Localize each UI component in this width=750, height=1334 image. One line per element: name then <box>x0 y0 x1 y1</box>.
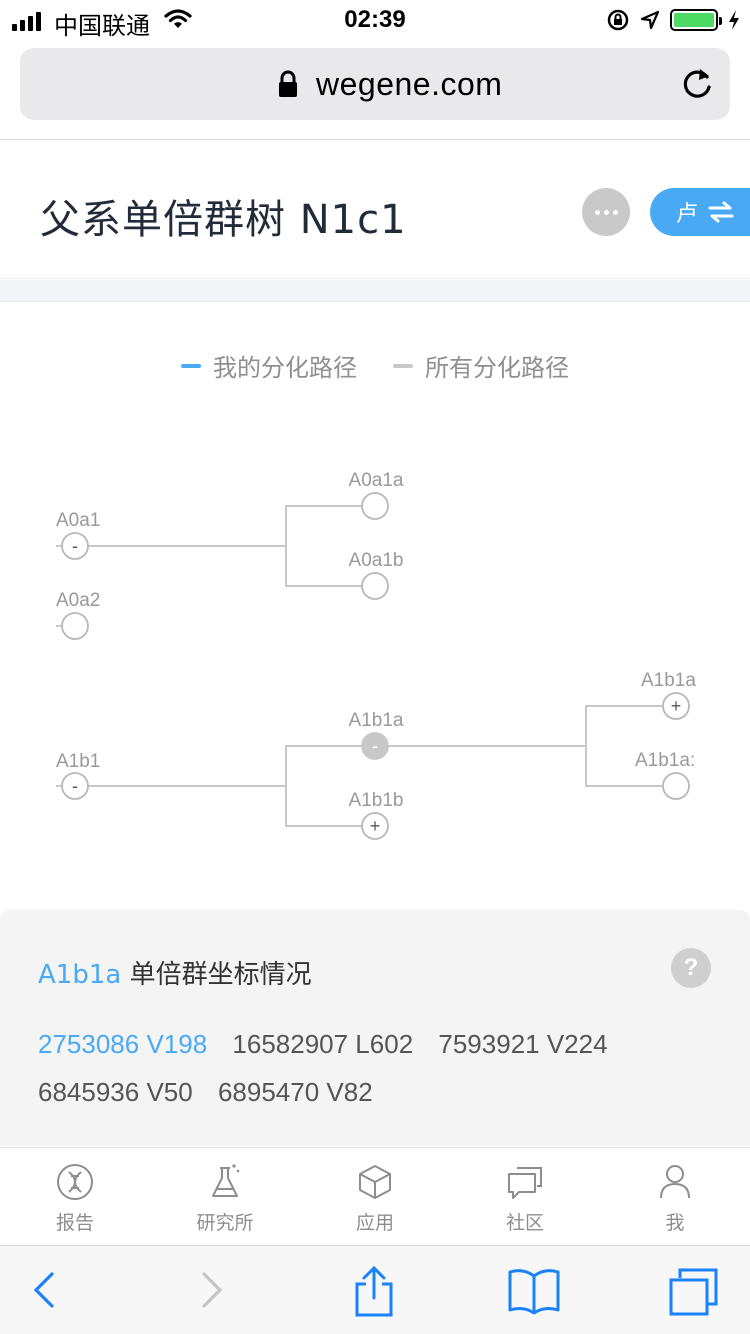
tree-edge <box>388 705 662 747</box>
legend-label: 我的分化路径 <box>213 354 357 382</box>
legend-item-my-path: 我的分化路径 <box>181 348 357 383</box>
switch-user-label: 卢 <box>676 202 699 227</box>
battery-icon <box>670 9 722 31</box>
node-label: A0a2 <box>56 590 100 611</box>
chat-icon <box>508 1167 542 1199</box>
address-bar[interactable]: wegene.com <box>20 48 730 120</box>
tab-institute[interactable]: 研究所 <box>150 1148 300 1245</box>
more-dots-icon <box>594 209 600 215</box>
tree-node-A0a2[interactable]: A0a2 <box>56 590 100 640</box>
dna-icon <box>57 1164 93 1200</box>
marker-item[interactable]: 6895470 V82 <box>217 1077 373 1107</box>
node-label: A0a1a <box>349 470 404 491</box>
charging-icon <box>729 10 739 30</box>
tree-edge <box>285 786 362 827</box>
tree-edge <box>88 745 362 787</box>
tabs-icon[interactable] <box>668 1266 720 1316</box>
coordinates-title: A1b1a 单倍群坐标情况 <box>38 954 312 991</box>
tree-node-A0a1b[interactable]: A0a1b <box>349 550 404 600</box>
haplogroup-coordinates-panel: A1b1a 单倍群坐标情况 ? 2753086 V198 16582907 L6… <box>0 910 750 1146</box>
tree-node-A0a1a[interactable]: A0a1a <box>349 470 404 520</box>
tab-me[interactable]: 我 <box>600 1148 750 1245</box>
tree-edge <box>585 746 662 787</box>
tab-report[interactable]: 报告 <box>0 1148 150 1245</box>
forward-icon[interactable] <box>198 1266 226 1314</box>
marker-item[interactable]: 7593921 V224 <box>438 1029 608 1059</box>
clock: 02:39 <box>344 6 406 33</box>
swap-arrows-icon <box>708 201 734 223</box>
reload-icon[interactable] <box>680 66 714 102</box>
collapse-icon: - <box>72 536 78 556</box>
switch-user-button[interactable]: 卢 <box>650 188 750 236</box>
person-icon <box>660 1165 690 1199</box>
more-button[interactable] <box>582 188 630 236</box>
marker-item[interactable]: 16582907 L602 <box>232 1029 414 1059</box>
url-text[interactable]: wegene.com <box>316 66 503 102</box>
tree-node-A1b1[interactable]: A1b1 - <box>56 751 100 800</box>
tree-legend: 我的分化路径 所有分化路径 <box>0 348 750 383</box>
node-label: A1b1b <box>349 790 404 811</box>
node-label: A0a1b <box>349 550 404 571</box>
section-divider <box>0 280 750 302</box>
tab-label: 报告 <box>55 1212 94 1234</box>
page-title: 父系单倍群树 N1c1 <box>40 197 407 243</box>
node-label: A1b1 <box>56 751 100 772</box>
marker-list: 2753086 V198 16582907 L602 7593921 V224 … <box>38 1020 718 1116</box>
expand-icon: + <box>370 816 381 836</box>
help-icon[interactable]: ? <box>671 948 711 988</box>
tab-label: 研究所 <box>196 1212 254 1234</box>
bookmarks-icon[interactable] <box>507 1266 561 1316</box>
wifi-icon <box>164 9 192 28</box>
tab-label: 应用 <box>355 1212 394 1234</box>
node-label: A1b1a: <box>635 750 695 771</box>
haplogroup-tree: A0a1 - A0a1a A0a1b A0a2 A1b1 - A1b1a - A… <box>56 470 696 840</box>
marker-item[interactable]: 6845936 V50 <box>38 1077 193 1107</box>
app-tab-bar: 报告 研究所 应用 社区 我 <box>0 1147 750 1245</box>
signal-icon <box>12 12 41 31</box>
tab-apps[interactable]: 应用 <box>300 1148 450 1245</box>
lock-icon <box>279 70 297 97</box>
tree-node-A1b1a[interactable]: A1b1a - <box>349 710 404 760</box>
tree-node-A1b1a2[interactable]: A1b1a: <box>635 750 695 800</box>
tree-node-A0a1[interactable]: A0a1 - <box>56 510 100 560</box>
selected-haplogroup: A1b1a <box>38 960 122 990</box>
tree-edge <box>88 505 362 547</box>
tab-community[interactable]: 社区 <box>450 1148 600 1245</box>
node-label: A1b1a <box>641 670 696 691</box>
legend-swatch-all-paths <box>393 363 413 368</box>
back-icon[interactable] <box>30 1266 58 1314</box>
expand-icon: + <box>671 696 682 716</box>
tree-edge <box>285 546 362 587</box>
cube-icon <box>359 1165 391 1199</box>
tab-label: 我 <box>665 1212 685 1234</box>
orientation-lock-icon <box>607 9 629 31</box>
legend-item-all-paths: 所有分化路径 <box>393 348 569 383</box>
tree-node-A1b1a1[interactable]: A1b1a + <box>641 670 696 720</box>
legend-swatch-my-path <box>181 363 201 368</box>
browser-toolbar <box>0 1245 750 1334</box>
tree-node-A1b1b[interactable]: A1b1b + <box>349 790 404 840</box>
collapse-icon: - <box>72 776 78 796</box>
node-label: A1b1a <box>349 710 404 731</box>
carrier-name: 中国联通 <box>54 12 150 40</box>
tab-label: 社区 <box>505 1212 544 1234</box>
legend-label: 所有分化路径 <box>425 354 569 382</box>
marker-item[interactable]: 2753086 V198 <box>38 1029 208 1059</box>
collapse-icon: - <box>372 736 378 756</box>
page-header: 父系单倍群树 N1c1 卢 <box>0 141 750 279</box>
share-icon[interactable] <box>352 1266 396 1318</box>
browser-address-area: wegene.com <box>0 40 750 140</box>
status-bar: 中国联通 02:39 <box>0 0 750 40</box>
flask-icon <box>212 1164 240 1197</box>
coordinates-title-suffix: 单倍群坐标情况 <box>121 960 312 990</box>
location-icon <box>640 10 660 30</box>
node-label: A0a1 <box>56 510 100 531</box>
